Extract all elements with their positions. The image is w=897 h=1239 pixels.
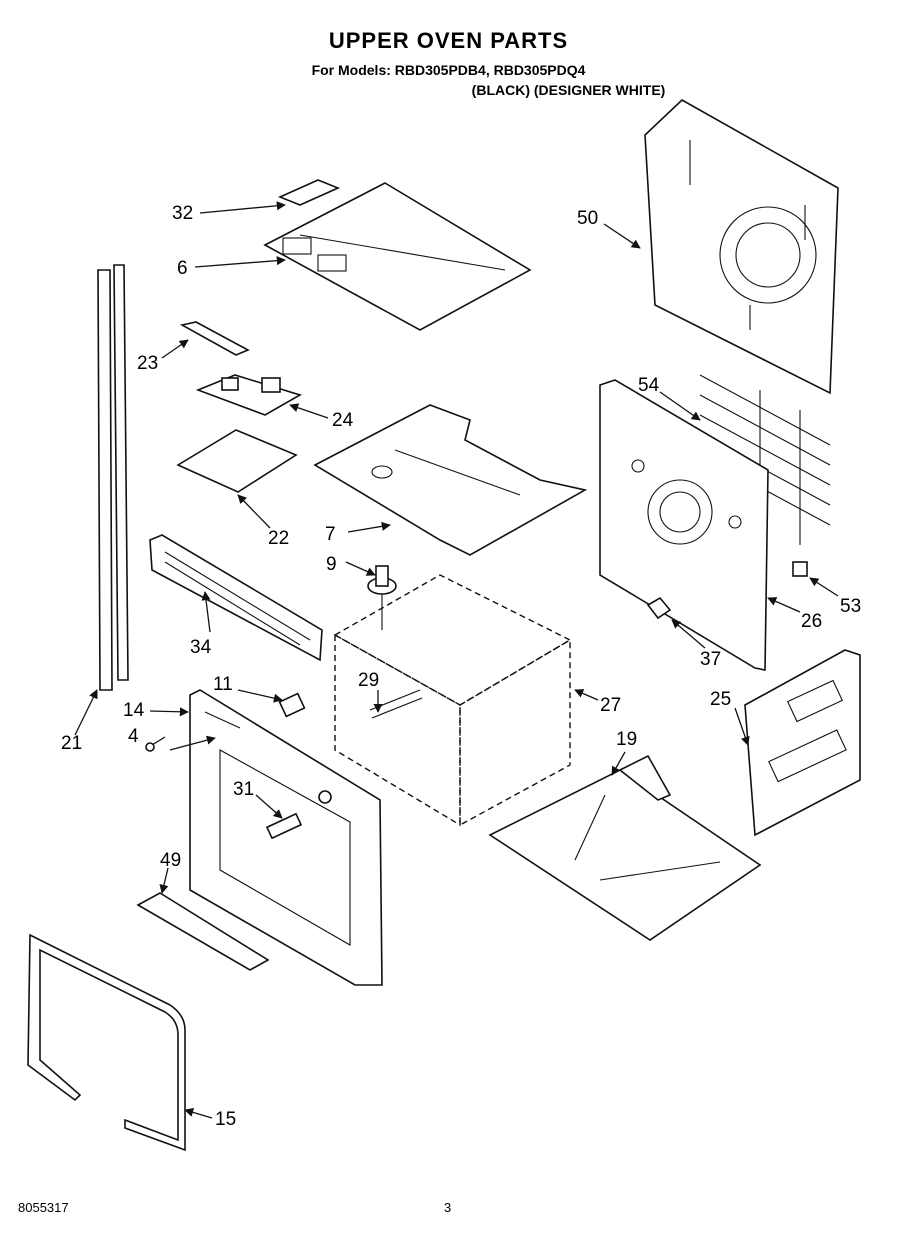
- callout-15: 15: [215, 1109, 236, 1130]
- side-panel-part: [744, 649, 861, 837]
- callout-4: 4: [128, 726, 139, 747]
- bracket-part: [179, 321, 250, 356]
- callout-37: 37: [700, 649, 721, 670]
- callout-11: 11: [213, 674, 233, 695]
- document-number: 8055317: [18, 1200, 69, 1215]
- callout-53: 53: [840, 596, 861, 617]
- front-frame-part: [189, 689, 383, 986]
- insulation-pad-part: [176, 429, 298, 493]
- models-line: For Models: RBD305PDB4, RBD305PDQ4: [311, 62, 586, 78]
- callout-26: 26: [801, 611, 822, 632]
- switch-assembly-part: [195, 374, 303, 416]
- callout-19: 19: [616, 729, 637, 750]
- callout-24: 24: [332, 410, 354, 431]
- callout-32: 32: [172, 203, 193, 224]
- callout-29: 29: [358, 670, 379, 691]
- page-title: UPPER OVEN PARTS: [328, 28, 569, 53]
- thermostat-part: [265, 790, 332, 840]
- screw-part: [145, 736, 166, 752]
- callout-34: 34: [190, 637, 212, 658]
- page-number: 3: [444, 1200, 452, 1215]
- callout-6: 6: [177, 258, 188, 279]
- sensor-part: [367, 565, 397, 630]
- callout-21: 21: [61, 733, 82, 754]
- light-socket-part: [278, 692, 306, 718]
- gasket-part: [27, 933, 186, 1152]
- callout-22: 22: [268, 528, 289, 549]
- top-panel-part: [263, 182, 532, 331]
- oven-cavity-part: [333, 574, 572, 827]
- callout-50: 50: [577, 208, 598, 229]
- side-trim-part: [97, 264, 129, 691]
- sensor-clip-part: [646, 596, 672, 620]
- callout-49: 49: [160, 850, 181, 871]
- callout-25: 25: [710, 689, 731, 710]
- callout-54: 54: [638, 375, 660, 396]
- kick-strip-part: [136, 892, 270, 971]
- callout-27: 27: [600, 695, 621, 716]
- rear-panel-part: [644, 99, 839, 395]
- oven-top-part: [313, 404, 588, 556]
- vent-grille-part: [149, 534, 323, 662]
- label-plate-part: [277, 179, 341, 206]
- callout-7: 7: [325, 524, 336, 545]
- clip-part: [792, 561, 808, 577]
- callout-23: 23: [137, 353, 158, 374]
- bottom-tray-part: [488, 754, 762, 941]
- rear-bracket-panel-part: [599, 379, 769, 671]
- callout-9: 9: [326, 554, 337, 575]
- callout-14: 14: [123, 700, 145, 721]
- color-variants-line: (BLACK) (DESIGNER WHITE): [471, 82, 666, 98]
- callout-31: 31: [233, 779, 254, 800]
